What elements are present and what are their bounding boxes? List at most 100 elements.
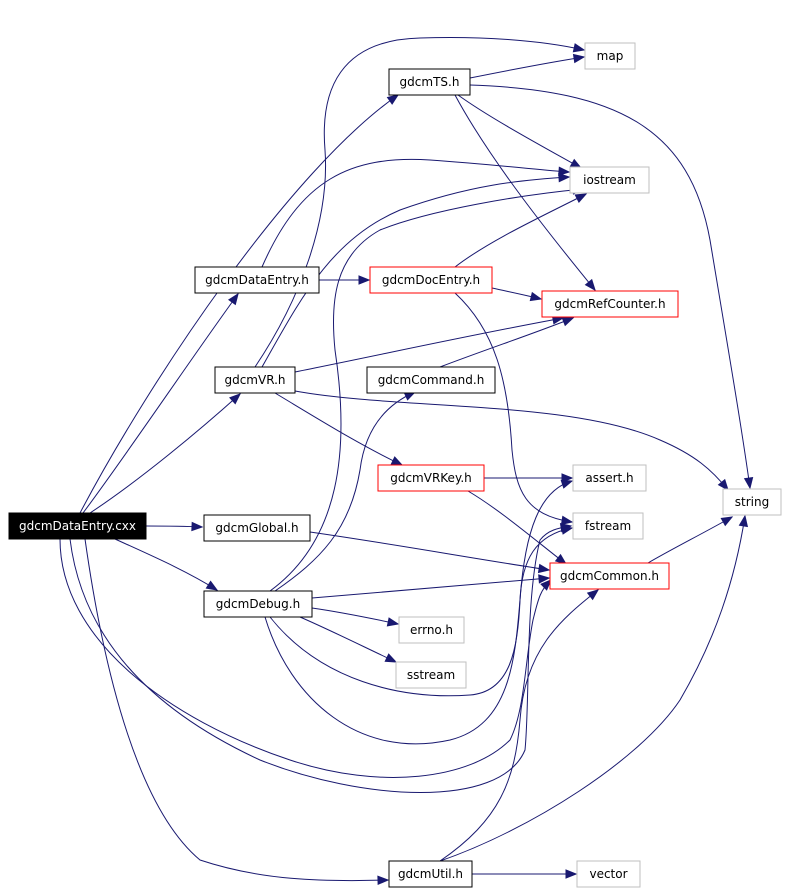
edge-vrkey_h-to-common_h (467, 490, 568, 565)
node-debug-h[interactable]: gdcmDebug.h (203, 590, 313, 618)
edge-arrowhead (561, 473, 574, 483)
edge-arrowhead (584, 278, 596, 292)
node-box (722, 488, 782, 516)
edge-line (309, 531, 550, 571)
edge-arrowhead (572, 43, 586, 53)
edge-arrowhead (537, 563, 551, 574)
edge-arrowhead (538, 574, 551, 584)
edge-line (294, 317, 564, 373)
edge-arrowhead (386, 94, 400, 105)
edge-arrowhead (720, 516, 734, 527)
node-map[interactable]: map (584, 42, 636, 70)
edge-line (294, 390, 729, 491)
node-label: gdcmDataEntry.cxx (19, 519, 136, 533)
node-box (572, 464, 647, 492)
edge-arrowhead (574, 193, 588, 203)
node-sstream[interactable]: sstream (395, 661, 467, 689)
graph-nodes: gdcmDataEntry.cxx gdcmTS.h map iostream gdcm… (8, 42, 782, 888)
edge-arrowhead (540, 579, 552, 591)
node-label: sstream (407, 668, 455, 682)
edge-arrowhead (560, 515, 574, 525)
node-docentry-h[interactable]: gdcmDocEntry.h (369, 266, 493, 294)
edge-vr_h-to-iostream (261, 172, 571, 368)
edge-line (89, 393, 241, 514)
node-common-h[interactable]: gdcmCommon.h (549, 562, 670, 590)
edge-arrowhead (529, 291, 543, 302)
node-box (214, 366, 296, 394)
edge-vr_h-to-string (294, 390, 729, 492)
node-assert-h[interactable]: assert.h (572, 464, 647, 492)
edge-arrowhead (572, 53, 586, 64)
edge-arrowhead (717, 478, 729, 492)
node-iostream[interactable]: iostream (569, 166, 650, 194)
edge-line (84, 538, 389, 882)
node-fstream[interactable]: fstream (572, 512, 644, 540)
edge-line (299, 616, 397, 663)
node-label: gdcmDocEntry.h (382, 273, 480, 287)
edge-docentry_h-to-fstream (454, 292, 574, 525)
edge-dataentry_cxx-to-util_h (84, 538, 390, 886)
node-util-h[interactable]: gdcmUtil.h (388, 860, 473, 888)
node-box (194, 266, 320, 294)
edge-line (439, 515, 746, 862)
edge-debug_h-to-assert_h (264, 479, 574, 745)
node-box (576, 860, 641, 888)
edge-debug_h-to-fstream (269, 525, 574, 697)
node-dataentry-cxx[interactable]: gdcmDataEntry.cxx (8, 512, 147, 540)
node-vr-h[interactable]: gdcmVR.h (214, 366, 296, 394)
edge-vrkey_h-to-assert_h (484, 473, 574, 483)
node-box (569, 166, 650, 194)
edge-line (69, 525, 572, 793)
edge-line (469, 56, 585, 79)
node-box (369, 266, 493, 294)
node-refcounter-h[interactable]: gdcmRefCounter.h (541, 290, 679, 318)
node-label: gdcmTS.h (400, 75, 460, 89)
node-global-h[interactable]: gdcmGlobal.h (203, 514, 311, 542)
node-label: gdcmGlobal.h (215, 521, 298, 535)
edge-arrowhead (384, 653, 398, 663)
edge-line (269, 188, 584, 592)
edge-dataentry_cxx-to-common_h (59, 538, 552, 778)
edge-line (457, 94, 582, 169)
node-label: gdcmUtil.h (398, 867, 463, 881)
node-box (398, 616, 465, 644)
edge-vr_h-to-refcounter_h (294, 315, 565, 373)
edge-arrowhead (738, 514, 749, 528)
node-box (388, 860, 473, 888)
edge-global_h-to-common_h (309, 531, 551, 574)
edge-arrowhead (565, 869, 578, 879)
edge-line (311, 607, 399, 625)
edge-ts_h-to-map (469, 53, 586, 79)
node-box (572, 512, 644, 540)
edge-vr_h-to-vrkey_h (274, 392, 404, 466)
edge-line (647, 516, 733, 564)
edge-line (469, 84, 751, 489)
edge-docentry_h-to-refcounter_h (491, 287, 543, 302)
node-box (203, 590, 313, 618)
edge-dataentry_cxx-to-dataentry_h (82, 292, 239, 514)
node-label: gdcmCommand.h (378, 373, 485, 387)
node-vrkey-h[interactable]: gdcmVRKey.h (377, 464, 485, 492)
edge-arrowhead (743, 476, 754, 490)
edge-line (467, 490, 567, 565)
node-vector[interactable]: vector (576, 860, 641, 888)
edge-util_h-to-common_h (439, 589, 600, 862)
node-label: gdcmCommon.h (560, 569, 659, 583)
node-ts-h[interactable]: gdcmTS.h (388, 68, 471, 96)
node-label: fstream (585, 519, 631, 533)
edge-line (274, 392, 403, 466)
node-box (8, 512, 147, 540)
node-string[interactable]: string (722, 488, 782, 516)
edge-line (114, 538, 218, 591)
edge-debug_h-to-sstream (299, 616, 398, 663)
node-dataentry-h[interactable]: gdcmDataEntry.h (194, 266, 320, 294)
node-box (377, 464, 485, 492)
node-box (203, 514, 311, 542)
edge-dataentry_cxx-to-debug_h (114, 538, 219, 591)
edge-arrowhead (191, 521, 204, 532)
edge-line (82, 293, 239, 514)
node-errno-h[interactable]: errno.h (398, 616, 465, 644)
edge-line (269, 527, 573, 697)
node-command-h[interactable]: gdcmCommand.h (366, 366, 496, 394)
